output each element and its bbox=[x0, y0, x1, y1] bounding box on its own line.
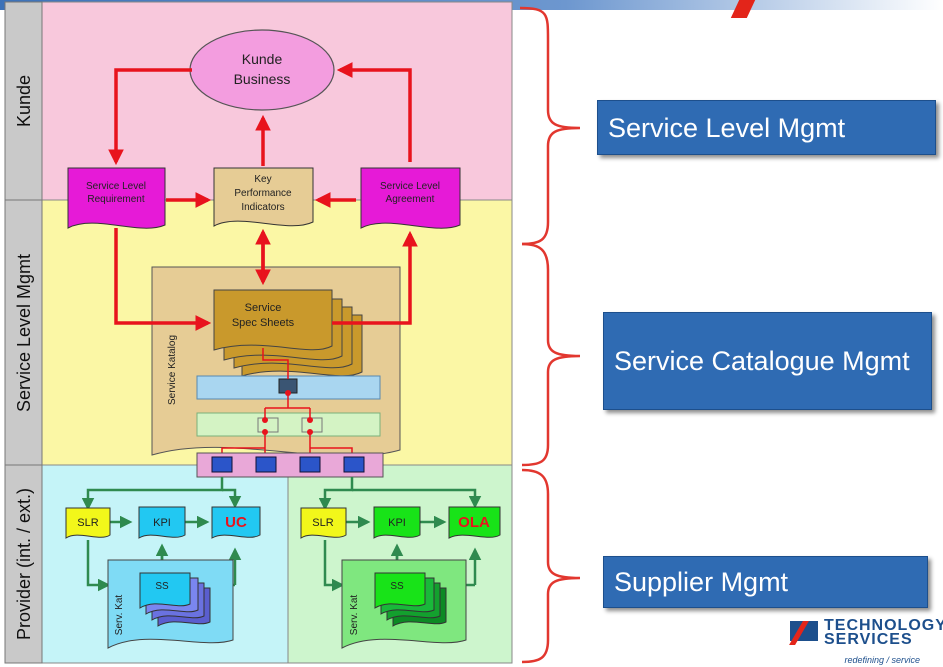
sla-line1: Service Level bbox=[380, 181, 440, 192]
brace-supplier bbox=[521, 468, 581, 664]
red-arrows-middle bbox=[114, 228, 418, 331]
slr-left-shape bbox=[65, 507, 111, 539]
slr-line2: Requirement bbox=[87, 194, 144, 205]
ola-label: OLA bbox=[458, 514, 490, 531]
kpi-left-label: KPI bbox=[153, 517, 171, 529]
slr-line1: Service Level bbox=[86, 181, 146, 192]
spec-sheet-front bbox=[213, 289, 333, 351]
kunde-business-line1: Kunde bbox=[242, 51, 283, 67]
label-service-level-mgmt: Service Level Mgmt bbox=[597, 100, 936, 155]
spec-sheets-line2: Spec Sheets bbox=[232, 317, 295, 329]
lane-label-kunde: Kunde bbox=[14, 75, 34, 127]
label-service-catalogue-mgmt: Service Catalogue Mgmt bbox=[603, 312, 932, 410]
label-supplier-mgmt: Supplier Mgmt bbox=[603, 556, 928, 608]
catalog-lower-bar bbox=[196, 412, 381, 437]
ss-right-front bbox=[374, 572, 426, 609]
red-arrows-top bbox=[108, 62, 412, 208]
kpi-left-shape bbox=[138, 506, 186, 539]
kpi-right-label: KPI bbox=[388, 517, 406, 529]
lane-label-slm: Service Level Mgmt bbox=[14, 254, 34, 412]
slr-right-shape bbox=[300, 507, 347, 539]
slr-right-label: SLR bbox=[312, 517, 333, 529]
port-1 bbox=[211, 456, 233, 473]
lane-tab-provider bbox=[4, 464, 43, 664]
brace-slm bbox=[519, 6, 581, 246]
service-katalog-label: Service Katalog bbox=[167, 335, 178, 405]
kpi-top-line3: Indicators bbox=[241, 202, 284, 213]
kunde-business-node bbox=[189, 29, 335, 111]
sla-document bbox=[360, 167, 461, 229]
kunde-business-line2: Business bbox=[234, 71, 291, 87]
logo-line1: TECHNOLOGY bbox=[824, 617, 943, 634]
kpi-top-document bbox=[213, 167, 314, 227]
ola-shape bbox=[448, 506, 501, 539]
connector-box-left bbox=[257, 417, 279, 433]
uc-label: UC bbox=[225, 514, 247, 531]
axa-logo-icon bbox=[789, 621, 818, 645]
logo-line2: SERVICES bbox=[824, 631, 913, 648]
kpi-top-line1: Key bbox=[254, 174, 271, 185]
spec-sheets-line1: Service bbox=[245, 302, 282, 314]
ss-left-front bbox=[139, 572, 191, 609]
ss-left-label: SS bbox=[155, 581, 169, 592]
company-logo: TECHNOLOGY SERVICES redefining / service bbox=[789, 615, 943, 667]
brace-scm bbox=[521, 242, 581, 467]
slr-document bbox=[67, 167, 166, 229]
slr-left-label: SLR bbox=[77, 517, 98, 529]
port-3 bbox=[299, 456, 321, 473]
serv-kat-left-label: Serv. Kat bbox=[114, 595, 125, 636]
serv-kat-right-label: Serv. Kat bbox=[349, 595, 360, 636]
kpi-right-shape bbox=[373, 506, 421, 539]
lane-label-provider: Provider (int. / ext.) bbox=[14, 488, 34, 640]
uc-shape bbox=[211, 506, 261, 539]
sla-line2: Agreement bbox=[386, 194, 435, 205]
green-arrows-left bbox=[81, 477, 242, 592]
connector-dots bbox=[262, 390, 313, 435]
logo-tagline: redefining / service bbox=[844, 655, 920, 665]
port-2 bbox=[255, 456, 277, 473]
kpi-top-line2: Performance bbox=[234, 188, 292, 199]
ss-right-label: SS bbox=[390, 581, 404, 592]
port-4 bbox=[343, 456, 365, 473]
